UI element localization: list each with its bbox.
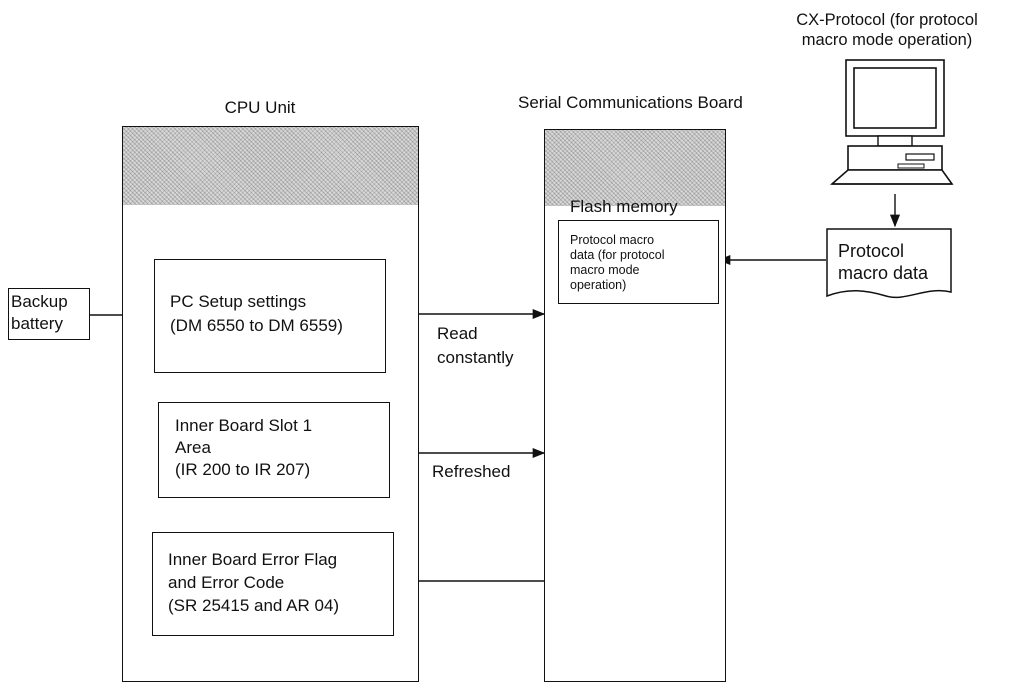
flash-memory-label: Flash memory bbox=[570, 197, 678, 216]
protocol-macro-data-document bbox=[826, 228, 952, 298]
cpu-unit-header-hatch bbox=[123, 127, 418, 205]
cpu-unit-title: CPU Unit bbox=[224, 98, 296, 117]
refreshed-label: Refreshed bbox=[432, 462, 511, 481]
read-constantly-label: Read constantly bbox=[437, 324, 514, 367]
backup-battery-label: Backup battery bbox=[11, 292, 68, 333]
pc-setup-label: PC Setup settings (DM 6550 to DM 6559) bbox=[170, 292, 343, 335]
desktop-computer-icon bbox=[829, 59, 954, 185]
backup-battery-box: Backup battery bbox=[8, 288, 90, 340]
cx-protocol-caption: CX-Protocol (for protocol macro mode ope… bbox=[796, 11, 978, 49]
error-flag-label: Inner Board Error Flag and Error Code (S… bbox=[168, 550, 340, 615]
error-flag-box: Inner Board Error Flag and Error Code (S… bbox=[152, 532, 394, 636]
serial-board-title: Serial Communications Board bbox=[518, 93, 743, 112]
pc-setup-box: PC Setup settings (DM 6550 to DM 6559) bbox=[154, 259, 386, 373]
protocol-macro-flash-text: Protocol macro data (for protocol macro … bbox=[570, 233, 665, 292]
inner-board-slot-box: Inner Board Slot 1 Area (IR 200 to IR 20… bbox=[158, 402, 390, 498]
protocol-macro-data-label: Protocol macro data bbox=[838, 241, 929, 283]
inner-board-slot-label: Inner Board Slot 1 Area (IR 200 to IR 20… bbox=[175, 416, 313, 479]
protocol-macro-flash-box: Protocol macro data (for protocol macro … bbox=[558, 220, 719, 304]
serial-board-header-hatch bbox=[545, 130, 725, 206]
